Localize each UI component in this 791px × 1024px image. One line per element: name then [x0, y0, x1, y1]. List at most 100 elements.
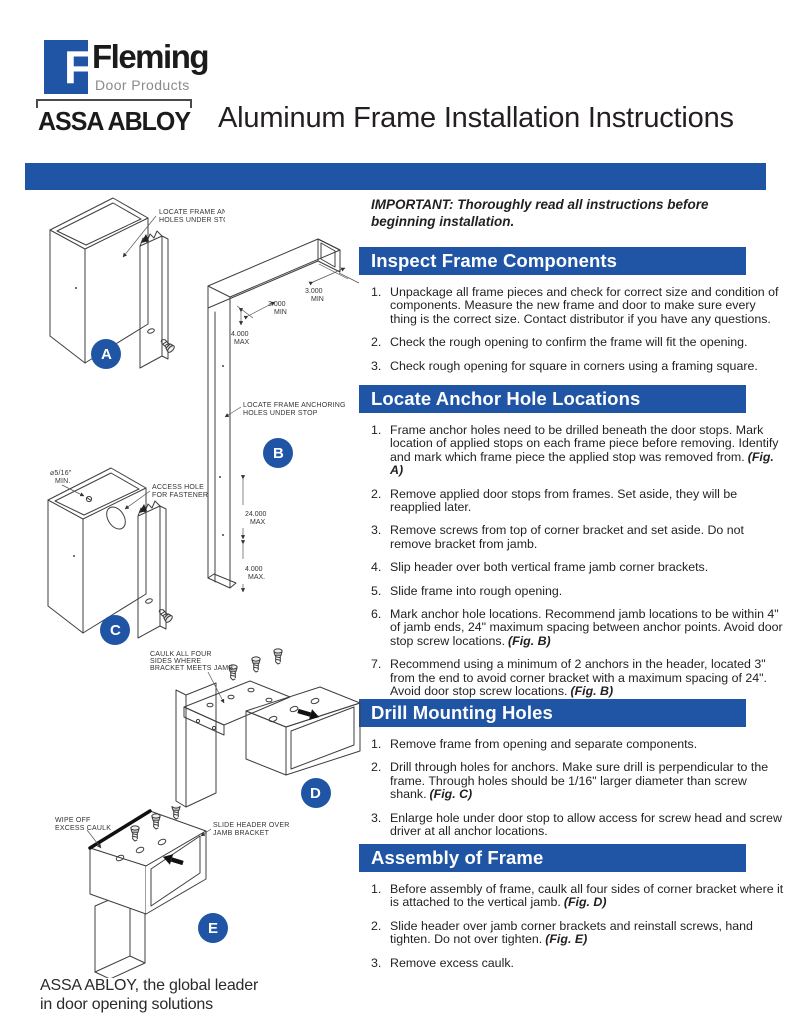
figure-reference: (Fig. A) — [390, 449, 774, 478]
jamb-piece-drawing — [49, 197, 149, 364]
brand-name: Fleming — [92, 38, 210, 75]
instruction-list: Unpackage all frame pieces and check for… — [371, 285, 785, 374]
list-item: Drill through holes for anchors. Make su… — [371, 760, 769, 802]
figure-reference: (Fig. B) — [570, 684, 614, 699]
list-item: Remove excess caulk. — [371, 955, 514, 971]
stop-pointer-icon — [141, 234, 149, 243]
stop-pointer-icon — [139, 504, 147, 513]
svg-text:24.000: 24.000 — [245, 511, 267, 518]
list-item: Frame anchor holes need to be drilled be… — [371, 423, 779, 478]
door-stop-piece-drawing — [137, 500, 167, 639]
svg-text:C: C — [110, 622, 121, 639]
figure-reference: (Fig. D) — [563, 895, 607, 910]
list-item: Check the rough opening to confirm the f… — [371, 335, 748, 351]
svg-text:4.000: 4.000 — [231, 331, 249, 338]
brand-bracket-line — [36, 99, 192, 108]
screw-icon — [273, 648, 283, 665]
figure-e-drawing: WIPE OFF EXCESS CAULK SLIDE HEADER OVER … — [55, 806, 290, 978]
screw-icon — [171, 806, 181, 820]
list-item: Recommend using a minimum of 2 anchors i… — [371, 657, 767, 699]
figure-reference: (Fig. B) — [508, 633, 551, 648]
svg-text:MIN.: MIN. — [55, 478, 71, 485]
svg-text:HOLES UNDER STOP: HOLES UNDER STOP — [159, 217, 225, 224]
assa-abloy-wordmark: ASSA ABLOY — [38, 107, 191, 137]
callout-label: SLIDE HEADER OVER — [213, 822, 290, 829]
figure-reference: (Fig. C) — [429, 787, 473, 802]
callout-label: CAULK ALL FOUR — [150, 651, 212, 658]
list-item: Remove frame from opening and separate c… — [371, 737, 698, 752]
list-item: Slide frame into rough opening. — [371, 583, 563, 599]
svg-text:3.000: 3.000 — [305, 288, 323, 295]
instruction-list: Frame anchor holes need to be drilled be… — [371, 423, 785, 699]
svg-text:MIN: MIN — [274, 309, 287, 316]
callout-leader-line — [124, 490, 151, 510]
figure-a-drawing: LOCATE FRAME ANCHORING HOLES UNDER STOP … — [49, 197, 225, 369]
access-hole-icon — [106, 506, 126, 530]
slide-direction-arrow-icon — [297, 708, 320, 720]
important-note: IMPORTANT: Thoroughly read all instructi… — [371, 197, 709, 229]
list-item: Check rough opening for square in corner… — [371, 358, 758, 374]
section-title: Drill Mounting Holes — [359, 699, 746, 727]
section-title: Assembly of Frame — [359, 844, 746, 872]
svg-text:FOR FASTENER: FOR FASTENER — [152, 492, 208, 499]
caulk-bead-line — [88, 809, 152, 850]
section-title: Locate Anchor Hole Locations — [359, 385, 746, 413]
list-item: Slide header over jamb corner brackets a… — [371, 918, 753, 947]
callout-leader-line — [207, 671, 225, 704]
svg-text:D: D — [310, 785, 321, 802]
svg-text:MIN: MIN — [311, 296, 324, 303]
header-piece-drawing — [88, 809, 207, 915]
slide-direction-arrow-icon — [162, 854, 184, 866]
figure-c-badge: C — [100, 615, 130, 645]
list-item: Slip header over both vertical frame jam… — [371, 560, 709, 576]
screw-icon — [156, 606, 174, 624]
svg-text:B: B — [273, 445, 284, 462]
section-locate-anchor-hole-locations: Locate Anchor Hole Locations Frame ancho… — [359, 385, 783, 709]
svg-text:EXCESS CAULK: EXCESS CAULK — [55, 825, 111, 832]
callout-label: WIPE OFF — [55, 817, 90, 824]
callout-leader-line — [122, 215, 157, 258]
section-assembly-of-frame: Assembly of Frame Before assembly of fra… — [359, 844, 783, 980]
pilot-hole-icon — [85, 495, 93, 503]
figure-reference: (Fig. E) — [545, 932, 588, 947]
svg-text:4.000: 4.000 — [245, 566, 263, 573]
callout-leader-line — [61, 484, 85, 497]
fleming-logo-initial: F — [64, 41, 88, 93]
section-drill-mounting-holes: Drill Mounting Holes Remove frame from o… — [359, 699, 782, 848]
svg-text:HOLES UNDER STOP: HOLES UNDER STOP — [243, 410, 318, 417]
instruction-list: Remove frame from opening and separate c… — [371, 737, 785, 839]
figure-d-drawing: CAULK ALL FOUR SIDES WHERE BRACKET MEETS… — [150, 648, 361, 808]
callout-leader-line — [200, 828, 212, 837]
frame-corner-drawing — [207, 238, 341, 589]
section-inspect-frame-components: Inspect Frame Components Unpackage all f… — [359, 247, 778, 383]
list-item: Enlarge hole under door stop to allow ac… — [371, 810, 782, 839]
figure-b-badge: B — [263, 438, 293, 468]
list-item: Before assembly of frame, caulk all four… — [371, 882, 784, 910]
section-title: Inspect Frame Components — [359, 247, 746, 275]
callout-leader-line — [224, 406, 242, 418]
vertical-jamb-drawing — [175, 682, 217, 808]
callout-label: LOCATE FRAME ANCHORING — [243, 402, 346, 409]
jamb-piece-drawing — [47, 467, 147, 634]
figure-b-drawing: 3.000 MIN 3.000 MIN 4.000 MAX 24.000 MAX… — [207, 238, 360, 593]
svg-text:E: E — [208, 920, 218, 937]
callout-leader-line — [86, 829, 102, 849]
list-item: Remove screws from top of corner bracket… — [371, 523, 744, 551]
brand-subtitle: Door Products — [95, 77, 190, 93]
callout-label: ACCESS HOLE — [152, 484, 204, 491]
figure-c-drawing: ⌀5/16" MIN. ACCESS HOLE FOR FASTENER C — [47, 467, 208, 645]
svg-text:SIDES WHERE: SIDES WHERE — [150, 658, 201, 665]
figure-e-badge: E — [198, 913, 228, 943]
list-item: Unpackage all frame pieces and check for… — [371, 285, 779, 326]
dimension-annotations: 3.000 MIN 3.000 MIN 4.000 MAX 24.000 MAX… — [231, 263, 360, 593]
svg-text:MAX.: MAX. — [248, 574, 265, 581]
footer-tagline: ASSA ABLOY, the global leader in door op… — [40, 977, 259, 1013]
svg-text:MAX: MAX — [234, 339, 250, 346]
screw-icon — [158, 336, 176, 354]
header-piece-drawing — [245, 686, 361, 776]
instruction-list: Before assembly of frame, caulk all four… — [371, 882, 785, 971]
header-accent-bar — [25, 163, 766, 190]
page-title: Aluminum Frame Installation Instructions — [218, 102, 734, 134]
door-stop-piece-drawing — [139, 230, 169, 369]
